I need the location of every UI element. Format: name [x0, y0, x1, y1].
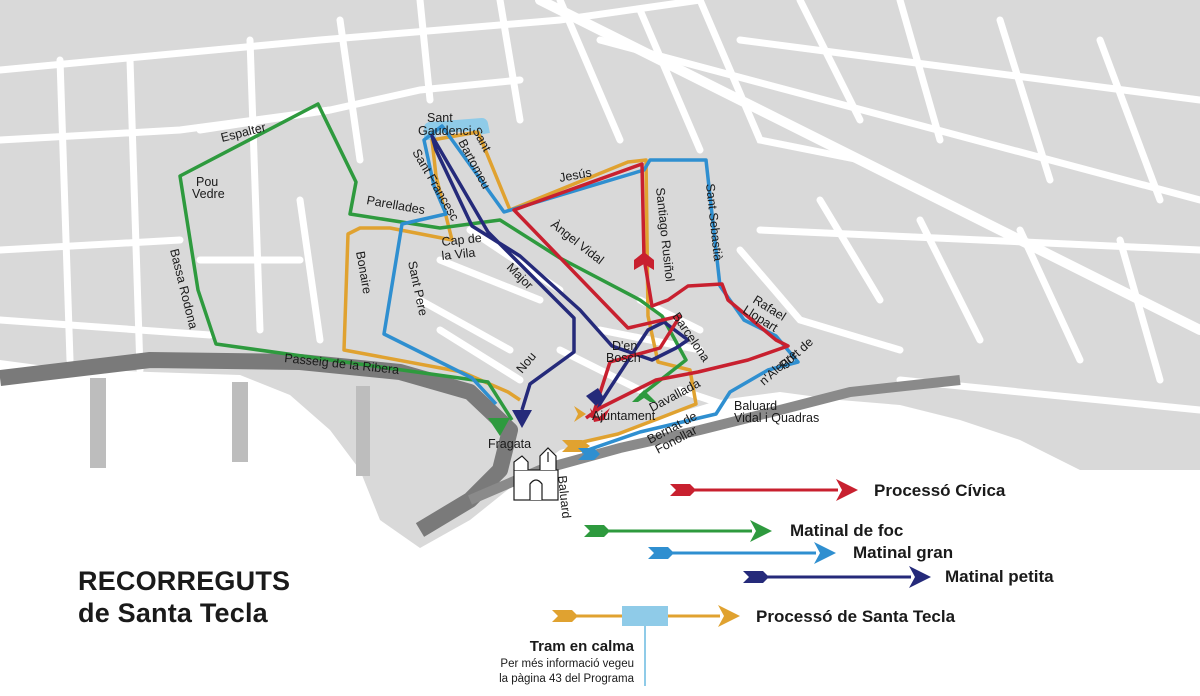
calm-note-line2: la pàgina 43 del Programa — [499, 673, 634, 685]
route-matinal-foc — [178, 102, 688, 421]
route-processo-civica — [512, 162, 790, 420]
route-matinal-petita — [430, 134, 690, 411]
label-den-bosch-2: Bosch — [606, 351, 641, 365]
label-sant-gaudenci-2: Gaudenci — [418, 124, 472, 138]
label-cap-de-la-vila-2: la Vila — [441, 246, 476, 263]
legend-arrows — [552, 479, 931, 686]
label-baluard-vidal-2: Vidal i Quadras — [734, 411, 819, 425]
label-pou-vedre-2: Vedre — [192, 187, 225, 201]
route-matinal-gran — [382, 124, 800, 454]
calm-title: Tram en calma — [529, 638, 634, 655]
label-ajuntament: Ajuntament — [592, 409, 656, 423]
legend-arrow-petita — [743, 566, 931, 588]
map-start-arrows — [488, 252, 656, 460]
calm-legend-box — [622, 606, 668, 626]
route-santa-tecla — [342, 130, 698, 446]
city-blocks — [0, 0, 1200, 548]
label-pou-vedre-1: Pou — [196, 175, 218, 189]
legend-label-santa-tecla: Processó de Santa Tecla — [756, 607, 956, 626]
page-title-line2: de Santa Tecla — [78, 598, 268, 628]
label-cap-de-la-vila-1: Cap de — [441, 231, 483, 249]
legend-label-foc: Matinal de foc — [790, 521, 904, 540]
legend-arrow-gran — [648, 542, 836, 564]
calm-note-line1: Per més informació vegeu — [500, 658, 634, 670]
label-sant-gaudenci-1: Sant — [427, 111, 453, 125]
page-title-line1: RECORREGUTS — [78, 566, 291, 596]
legend-label-petita: Matinal petita — [945, 567, 1054, 586]
label-baluard: Baluard — [555, 475, 573, 519]
legend-arrow-civica — [670, 479, 858, 501]
label-den-bosch-1: D'en — [612, 339, 637, 353]
legend-label-civica: Processó Cívica — [874, 481, 1006, 500]
legend-label-gran: Matinal gran — [853, 543, 954, 562]
label-baluard-vidal-1: Baluard — [734, 399, 777, 413]
cathedral-icon — [513, 447, 559, 501]
legend-arrow-foc — [584, 520, 772, 542]
label-jesus: Jesús — [558, 165, 593, 184]
label-fragata: Fragata — [488, 437, 531, 451]
legend-arrow-santa-tecla — [552, 605, 740, 686]
